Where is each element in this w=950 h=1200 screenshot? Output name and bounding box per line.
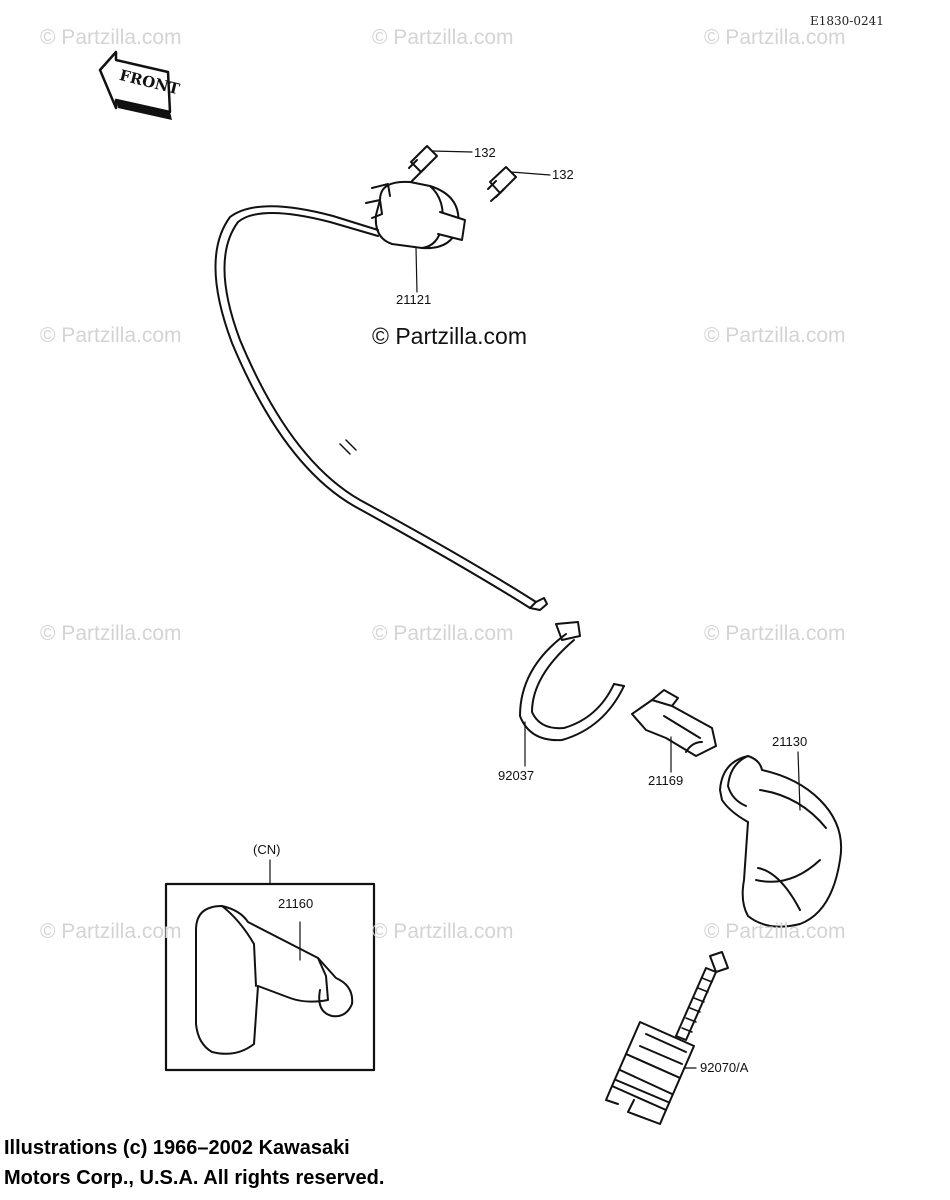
watermark: © Partzilla.com [704,324,846,347]
watermark: © Partzilla.com [704,920,846,943]
part-number-92070a[interactable]: 92070/A [700,1060,749,1075]
bolt-icon [487,166,551,202]
part-number-21130[interactable]: 21130 [772,734,808,749]
variant-label-cn: (CN) [253,842,281,857]
part-number-21121[interactable]: 21121 [396,292,432,307]
copyright-notice: Illustrations (c) 1966–2002 Kawasaki Mot… [4,1133,384,1193]
part-number-21160[interactable]: 21160 [278,896,314,911]
watermark: © Partzilla.com [40,622,182,645]
connector-icon [631,689,717,773]
copyright-line: Motors Corp., U.S.A. All rights reserved… [4,1167,385,1189]
diagram-code: E1830-0241 [810,14,884,28]
copyright-line: Illustrations (c) 1966–2002 Kawasaki [4,1137,350,1159]
plug-cap-icon [719,751,843,928]
part-number-132[interactable]: 132 [474,145,496,160]
part-number-92037[interactable]: 92037 [498,768,535,783]
spark-plug-icon [605,951,729,1125]
cn-variant-box [164,859,376,1072]
watermark: © Partzilla.com [40,26,182,49]
ignition-coil-icon [365,180,466,293]
watermark: © Partzilla.com [704,622,846,645]
ht-cable-icon [214,205,548,611]
watermark-main: © Partzilla.com [372,323,527,349]
watermark: © Partzilla.com [704,26,846,49]
part-number-21169[interactable]: 21169 [648,773,684,788]
clamp-icon [519,621,625,767]
watermark: © Partzilla.com [40,920,182,943]
watermark: © Partzilla.com [372,622,514,645]
watermark: © Partzilla.com [40,324,182,347]
watermark: © Partzilla.com [372,920,514,943]
bolt-icon [408,145,473,182]
watermark: © Partzilla.com [372,26,514,49]
part-number-132[interactable]: 132 [552,167,574,182]
front-arrow-icon: FRONT [98,50,182,120]
